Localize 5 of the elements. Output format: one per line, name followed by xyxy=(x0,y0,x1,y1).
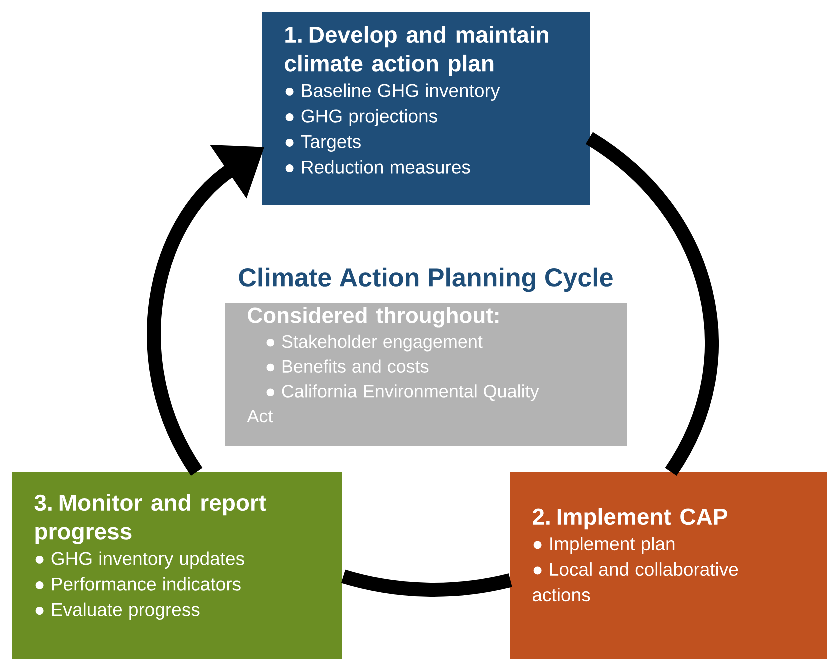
process-box: 1. Develop and maintain climate action plan ● Baseline GHG inventory ● GHG projections ● Targets ● Reduction measures xyxy=(262,12,590,206)
title: Climate Action Planning Cycle xyxy=(239,268,613,292)
process-box: Considered throughout: ● Stakeholder engagement ● Benefits and costs ● California Environmental Quality Act xyxy=(225,303,628,446)
process-box: 2. Implement CAP ● Implement plan ● Local and collaborative actions xyxy=(510,472,827,659)
process-box: 3. Monitor and report progress ● GHG inventory updates ● Performance indicators ● Evaluate progress xyxy=(12,472,342,659)
